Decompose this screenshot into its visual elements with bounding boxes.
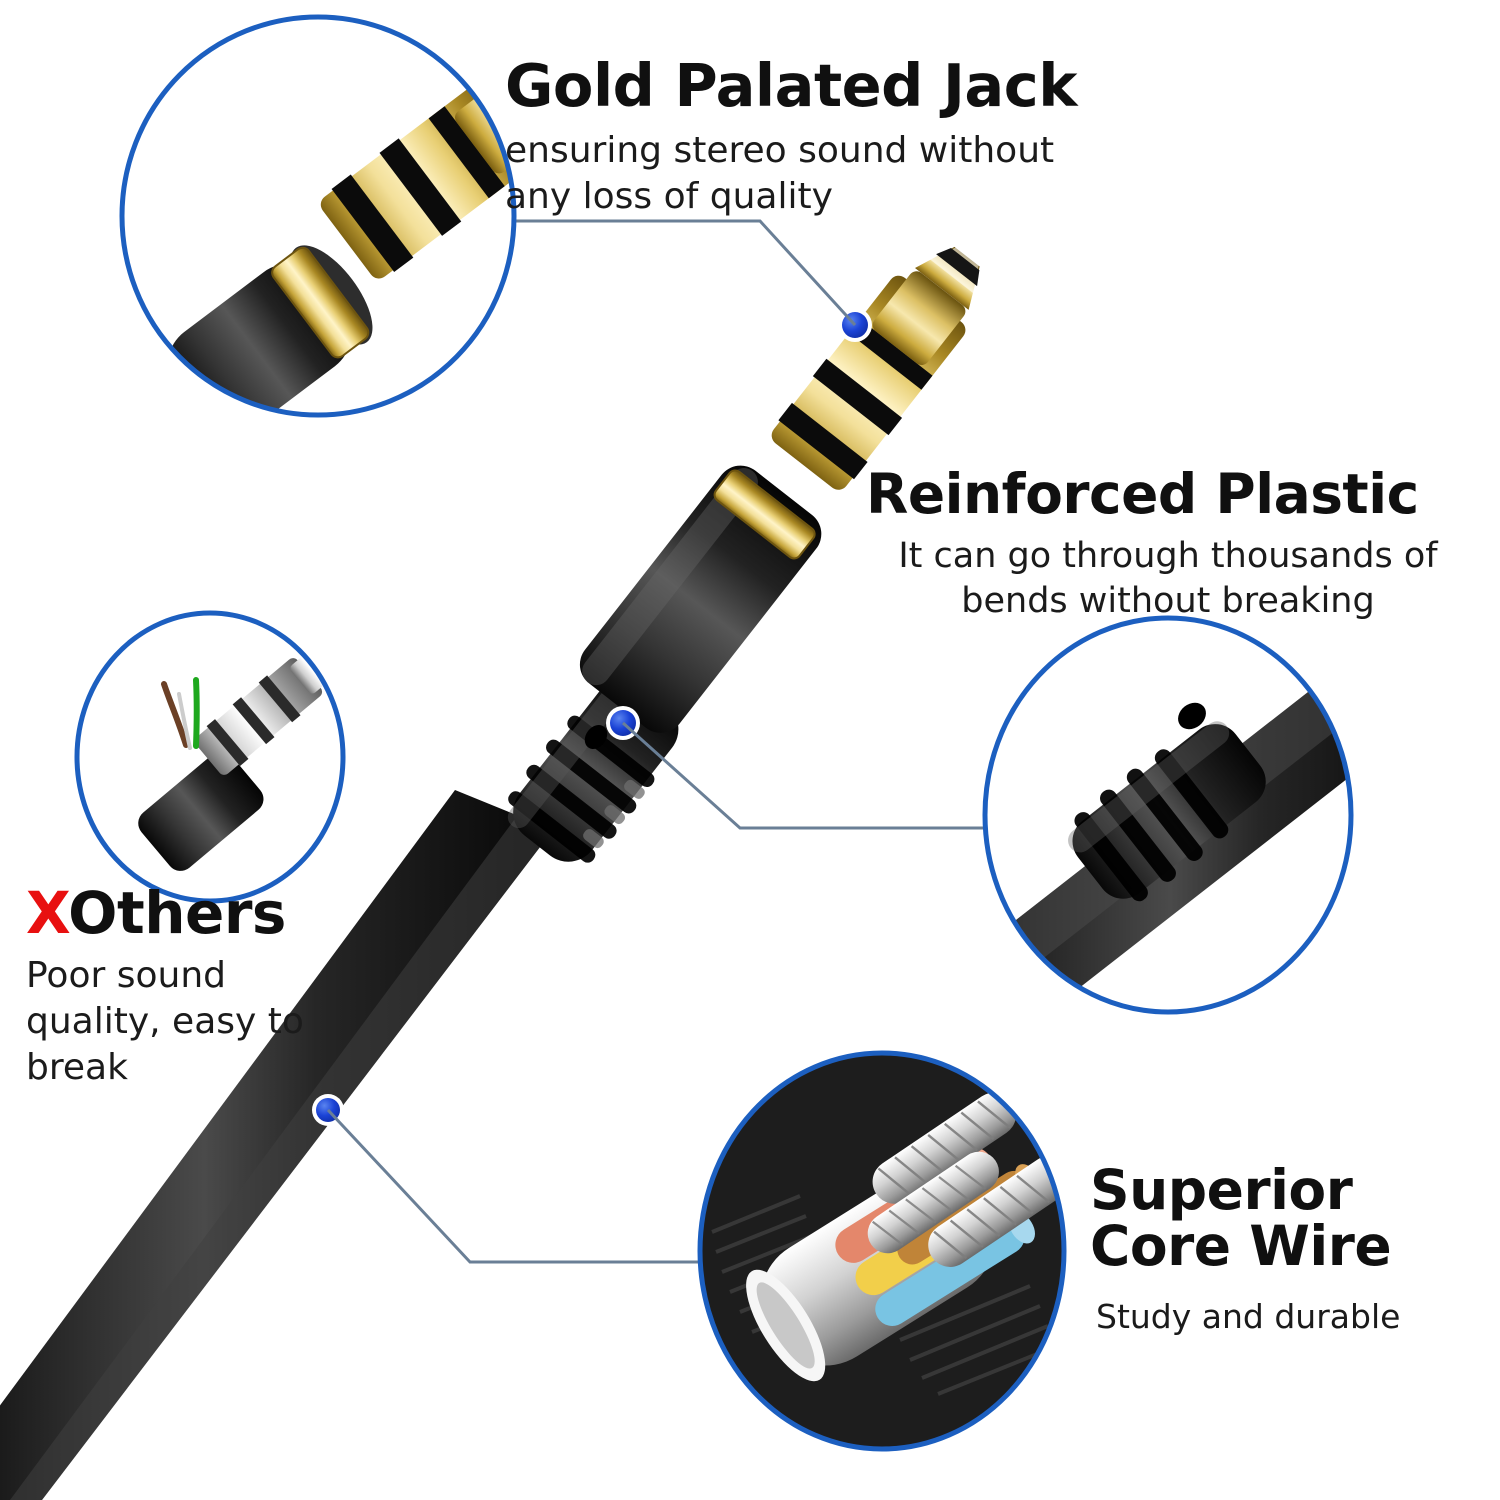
- jack-gold-collar: [713, 469, 816, 560]
- feature-core-wire-text: Superior Core Wire Study and durable: [1090, 1162, 1400, 1338]
- leader-lines: [326, 219, 988, 1264]
- inset-gold-jack-ring: [119, 14, 517, 418]
- feature-reinforced-plastic-heading: Reinforced Plastic: [866, 462, 1419, 526]
- cross-mark-icon: X: [26, 879, 69, 947]
- feature-others-text: XOthers Poor sound quality, easy to brea…: [26, 883, 356, 1091]
- feature-gold-jack-heading: Gold Palated Jack: [505, 51, 1077, 120]
- feature-others-subtitle: Poor sound quality, easy to break: [26, 955, 304, 1089]
- feature-gold-jack-text: Gold Palated Jack ensuring stereo sound …: [505, 51, 1115, 220]
- leader-core-wire: [326, 1108, 700, 1264]
- strain-relief-hole: [584, 725, 608, 749]
- leader-reinforced-plastic: [621, 721, 988, 830]
- bare-wire: [177, 692, 192, 750]
- cable-highlight: [10, 812, 553, 1500]
- feature-others-heading-label: Others: [68, 879, 286, 947]
- inset-strain-relief: [982, 615, 1354, 1015]
- leader-gold-jack: [500, 219, 857, 327]
- inset-core-wire: [697, 1050, 1067, 1452]
- feature-core-wire-subtitle: Study and durable: [1096, 1297, 1401, 1337]
- feature-gold-jack-subtitle: ensuring stereo sound without any loss o…: [505, 130, 1055, 218]
- jack-gold-shaft: [771, 245, 980, 490]
- feature-core-wire-heading-line2: Core Wire: [1090, 1214, 1392, 1279]
- green-wire: [193, 677, 200, 749]
- feature-core-wire-heading-line1: Superior: [1090, 1158, 1353, 1222]
- inset-core-wire-ring: [697, 1050, 1067, 1452]
- feature-reinforced-plastic-text: Reinforced Plastic It can go through tho…: [866, 466, 1448, 624]
- inset-others-jack: [74, 610, 346, 904]
- brown-wire: [161, 681, 189, 748]
- feature-others-heading: XOthers: [26, 883, 356, 943]
- inset-others-ring: [74, 610, 346, 904]
- main-cable-assembly: [0, 245, 980, 1500]
- feature-reinforced-plastic-subtitle: It can go through thousands of bends wit…: [898, 536, 1438, 621]
- inset-strain-relief-ring: [982, 615, 1354, 1015]
